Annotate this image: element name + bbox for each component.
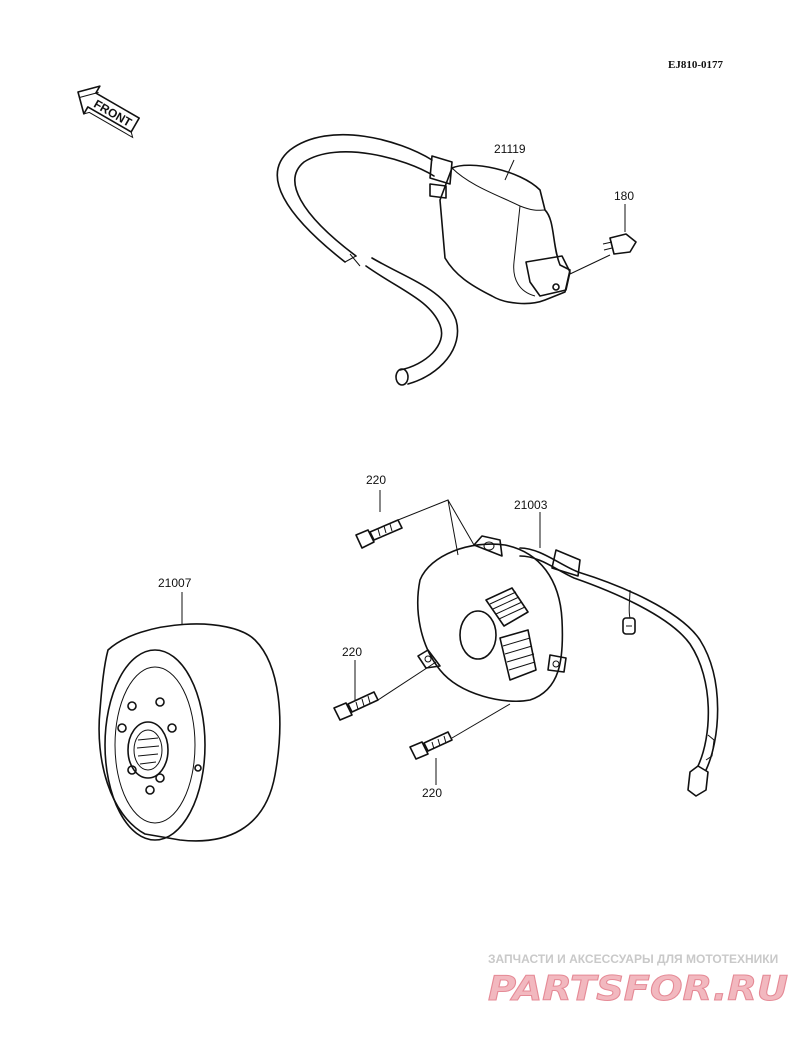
reference-code: EJ810-0177 (668, 59, 724, 71)
watermark-brand: PARTSFOR.RU (488, 969, 788, 1009)
watermark: ЗАПЧАСТИ И АКСЕССУАРЫ ДЛЯ МОТОТЕХНИКИ PA… (488, 952, 789, 1010)
watermark-tagline: ЗАПЧАСТИ И АКСЕССУАРЫ ДЛЯ МОТОТЕХНИКИ (488, 952, 778, 966)
callout-220-middle: 220 (342, 645, 362, 659)
stator-screw-middle-illustration (333, 691, 379, 721)
front-arrow-icon: FRONT (77, 85, 140, 139)
callout-21119: 21119 (494, 142, 526, 156)
callout-21007: 21007 (158, 576, 192, 590)
callout-21003: 21003 (514, 498, 548, 512)
callout-180: 180 (614, 189, 634, 203)
coil-bolt-illustration (602, 233, 637, 255)
stator-coil-winding (485, 587, 537, 681)
ignition-coil-illustration (276, 133, 571, 386)
callout-220-bottom: 220 (422, 786, 442, 800)
stator-screw-bottom-illustration (409, 731, 453, 760)
stator-illustration (417, 535, 719, 797)
rotor-illustration (98, 623, 281, 842)
stator-screw-top-illustration (355, 519, 403, 549)
callout-220-top: 220 (366, 473, 386, 487)
